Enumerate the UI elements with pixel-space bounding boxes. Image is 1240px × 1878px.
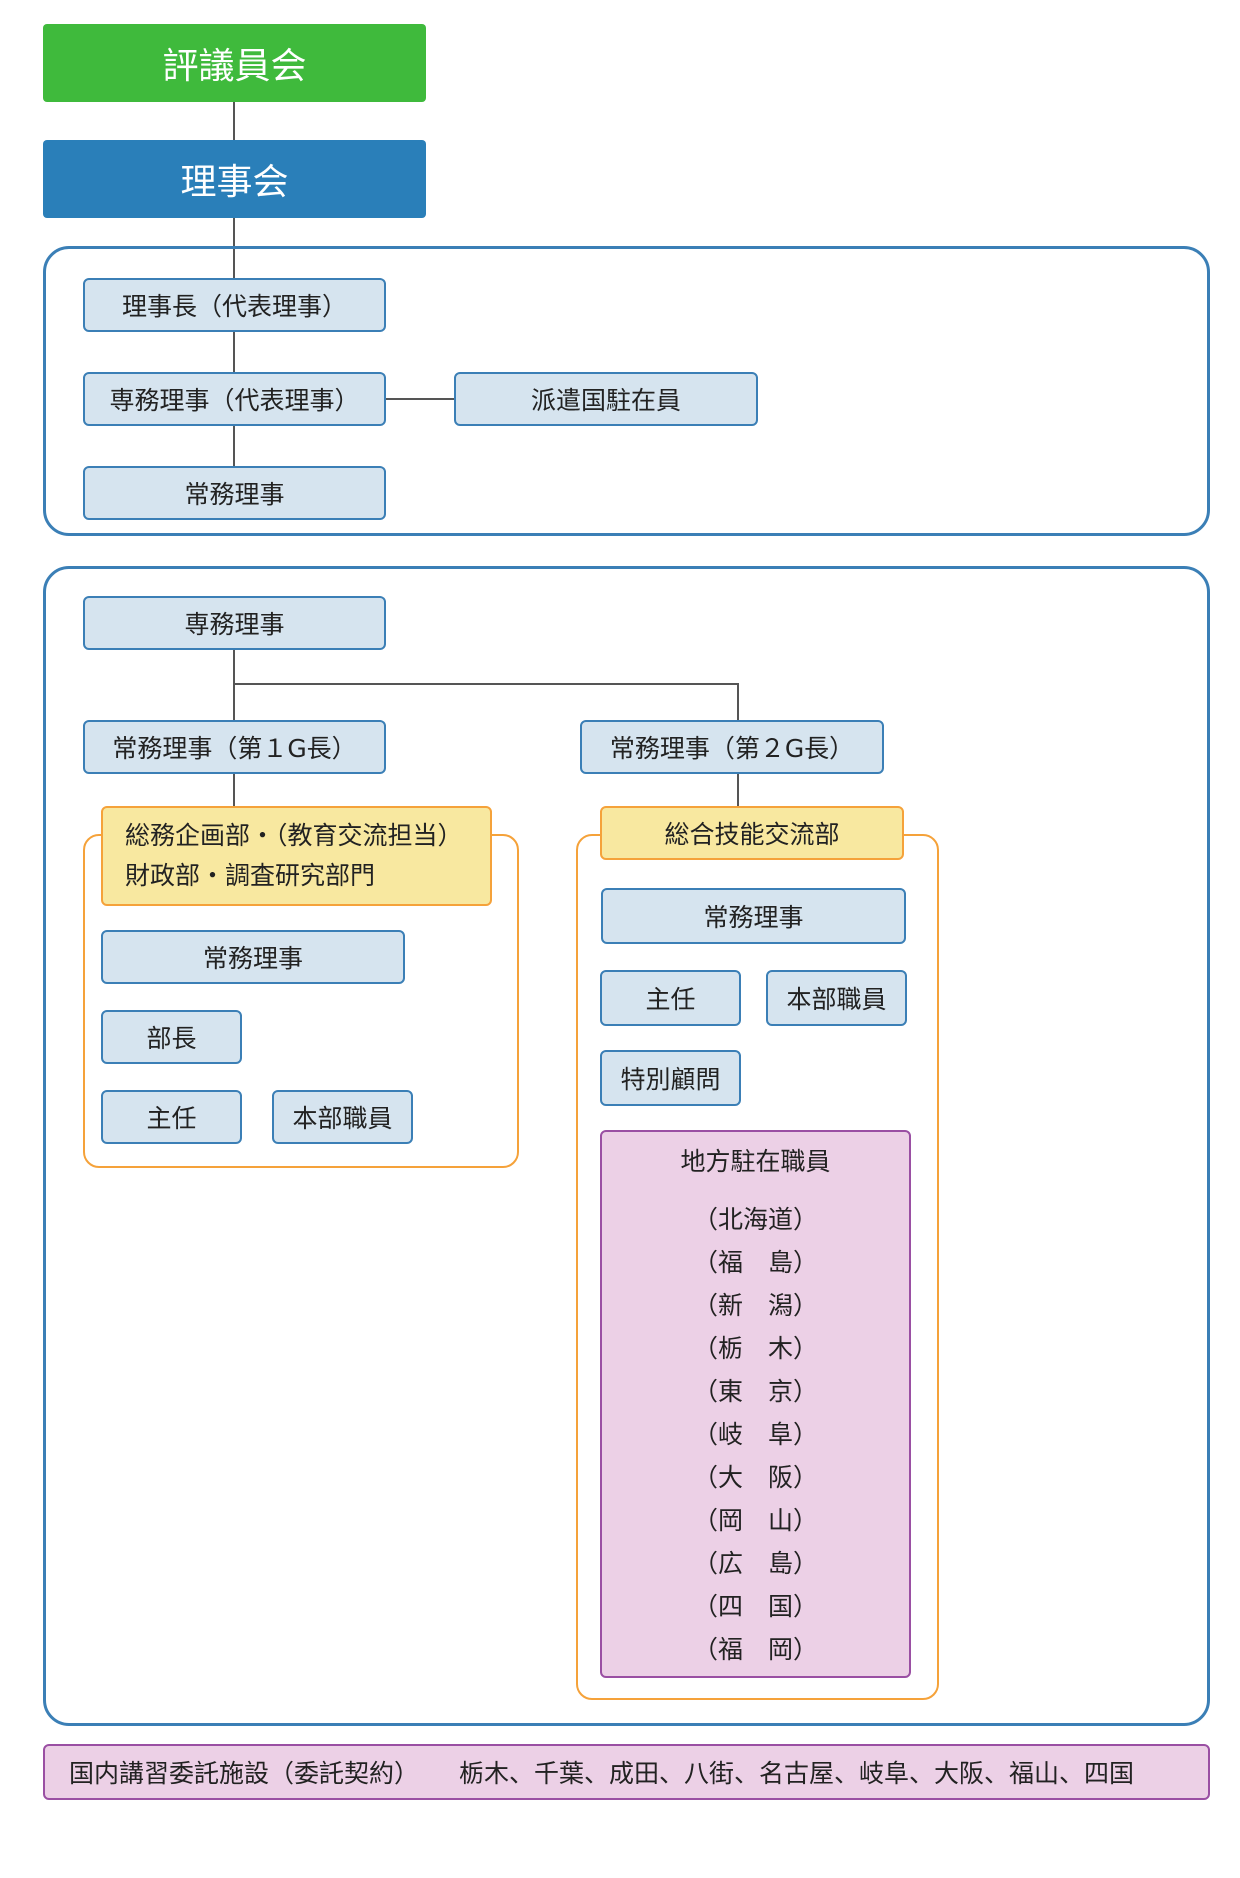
training-facilities-locations: 栃木、千葉、成田、八街、名古屋、岐阜、大阪、福山、四国 bbox=[459, 1759, 1135, 1788]
office-item: （福 島） bbox=[692, 1248, 818, 1277]
group1-head-box: 常務理事（第１G長） bbox=[83, 720, 386, 774]
chairman-box: 理事長（代表理事） bbox=[83, 278, 386, 332]
group2-advisor-box: 特別顧問 bbox=[600, 1050, 741, 1106]
connector-ops-horizontal bbox=[233, 683, 739, 685]
group1-dept-box: 総務企画部・（教育交流担当） 財政部・調査研究部門 bbox=[101, 806, 492, 906]
training-facilities-label: 国内講習委託施設（委託契約） bbox=[69, 1759, 420, 1788]
group2-dept-box: 総合技能交流部 bbox=[600, 806, 904, 860]
office-item: （栃 木） bbox=[692, 1334, 818, 1363]
managing-director-box: 常務理事 bbox=[83, 466, 386, 520]
connector-group1-dept bbox=[233, 774, 235, 806]
training-facilities-bar: 国内講習委託施設（委託契約） 栃木、千葉、成田、八街、名古屋、岐阜、大阪、福山、… bbox=[43, 1744, 1210, 1800]
group2-chief-box: 主任 bbox=[600, 970, 741, 1026]
regional-staff-panel: 地方駐在職員 （北海道） （福 島） （新 潟） （栃 木） （東 京） （岐 … bbox=[600, 1130, 911, 1678]
group1-managing-director-box: 常務理事 bbox=[101, 930, 405, 984]
group1-manager-box: 部長 bbox=[101, 1010, 242, 1064]
executive-frame bbox=[43, 246, 1210, 536]
operations-frame bbox=[43, 566, 1210, 1726]
connector-senior-dispatch bbox=[386, 398, 454, 400]
connector-council-board bbox=[233, 102, 235, 140]
office-item: （四 国） bbox=[692, 1592, 818, 1621]
group1-staff-box: 本部職員 bbox=[272, 1090, 413, 1144]
office-item: （広 島） bbox=[692, 1549, 818, 1578]
group2-staff-box: 本部職員 bbox=[766, 970, 907, 1026]
regional-staff-title: 地方駐在職員 bbox=[680, 1147, 831, 1176]
group2-head-box: 常務理事（第２G長） bbox=[580, 720, 884, 774]
office-item: （福 岡） bbox=[692, 1635, 818, 1664]
connector-ops-group2-down bbox=[737, 683, 739, 720]
office-item: （大 阪） bbox=[692, 1463, 818, 1492]
group1-dept-line1: 総務企画部・（教育交流担当） bbox=[125, 821, 463, 850]
office-item: （東 京） bbox=[692, 1377, 818, 1406]
office-item: （岐 阜） bbox=[692, 1420, 818, 1449]
office-item: （岡 山） bbox=[692, 1506, 818, 1535]
group2-managing-director-box: 常務理事 bbox=[601, 888, 906, 944]
dispatch-box: 派遣国駐在員 bbox=[454, 372, 758, 426]
ops-senior-director-box: 専務理事 bbox=[83, 596, 386, 650]
office-item: （北海道） bbox=[692, 1205, 818, 1234]
group1-dept-line2: 財政部・調査研究部門 bbox=[125, 861, 376, 890]
group1-chief-box: 主任 bbox=[101, 1090, 242, 1144]
connector-group2-dept bbox=[737, 774, 739, 806]
office-item: （新 潟） bbox=[692, 1291, 818, 1320]
board-box: 理事会 bbox=[43, 140, 426, 218]
senior-director-box: 専務理事（代表理事） bbox=[83, 372, 386, 426]
council-box: 評議員会 bbox=[43, 24, 426, 102]
connector-chairman-senior bbox=[233, 330, 235, 372]
connector-senior-managing bbox=[233, 426, 235, 466]
